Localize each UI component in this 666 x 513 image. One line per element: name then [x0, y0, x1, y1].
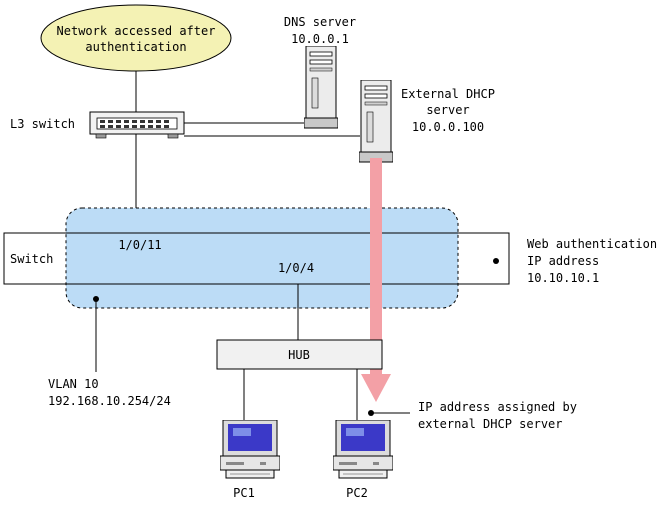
webauth-line1: Web authentication: [527, 237, 657, 251]
vlan-area: [65, 207, 459, 309]
port-uplink: 1/0/11: [118, 238, 161, 252]
l3-switch: [89, 111, 185, 139]
dns-name: DNS server: [284, 15, 356, 29]
cloud-line1: Network accessed after: [57, 24, 216, 38]
dhcp-arrow-head: [361, 374, 391, 402]
assigned-line1: IP address assigned by: [418, 400, 577, 414]
switch-box: [3, 232, 510, 285]
pc1-icon: [220, 420, 280, 479]
vlan-name: VLAN 10: [48, 377, 99, 391]
dhcp-line1: External DHCP: [401, 87, 495, 101]
hub-label: HUB: [288, 348, 310, 362]
dhcp-server-icon: [359, 80, 393, 163]
vlan-subnet: 192.168.10.254/24: [48, 394, 171, 408]
webauth-dot: [493, 258, 499, 264]
dns-ip: 10.0.0.1: [291, 32, 349, 46]
port-downlink: 1/0/4: [278, 261, 314, 275]
pc2-icon: [333, 420, 393, 479]
webauth-line2: IP address: [527, 254, 599, 268]
l3-switch-label: L3 switch: [10, 117, 75, 131]
cloud-ellipse: [40, 4, 232, 72]
switch-label: Switch: [10, 252, 53, 266]
webauth-ip: 10.10.10.1: [527, 271, 599, 285]
hub-box: [216, 339, 383, 370]
dhcp-ip: 10.0.0.100: [412, 120, 484, 134]
dhcp-arrow-shaft: [370, 158, 382, 374]
cloud-line2: authentication: [85, 40, 186, 54]
assigned-line2: external DHCP server: [418, 417, 563, 431]
pc2-label: PC2: [346, 486, 368, 500]
pc1-label: PC1: [233, 486, 255, 500]
dhcp-line2: server: [426, 103, 469, 117]
dns-server-icon: [304, 46, 338, 129]
